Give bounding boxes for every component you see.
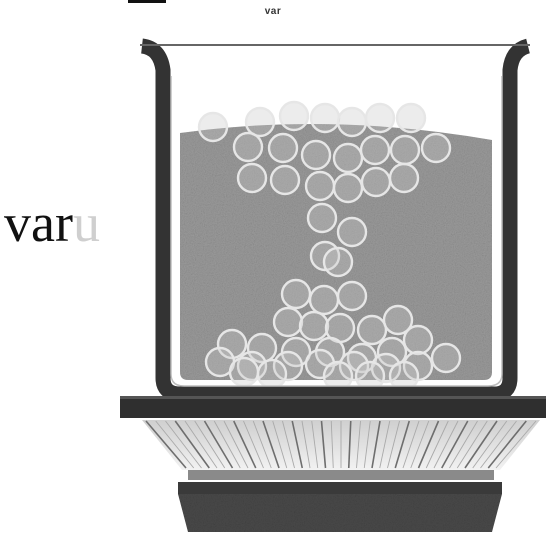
bead	[338, 282, 366, 310]
bead	[246, 108, 274, 136]
bead	[199, 113, 227, 141]
bead	[324, 248, 352, 276]
bead	[310, 286, 338, 314]
bead	[362, 168, 390, 196]
bead	[404, 326, 432, 354]
bead	[306, 172, 334, 200]
base-block	[178, 482, 502, 494]
overlay-word-faded: u	[73, 193, 100, 253]
bead	[334, 174, 362, 202]
bead	[238, 164, 266, 192]
top-edge-mark	[128, 0, 166, 3]
bead	[358, 316, 386, 344]
bead	[366, 104, 394, 132]
bead	[397, 104, 425, 132]
figure-caption: var	[0, 6, 546, 17]
bead	[432, 344, 460, 372]
bead	[311, 104, 339, 132]
bead	[280, 102, 308, 130]
bead	[271, 166, 299, 194]
overlay-word-main: var	[4, 193, 73, 253]
bead	[234, 133, 262, 161]
base-upper	[188, 470, 494, 480]
stand-plate-highlight	[120, 396, 546, 399]
bead	[230, 358, 258, 386]
bead	[390, 164, 418, 192]
bead	[422, 134, 450, 162]
bead	[269, 134, 297, 162]
bead	[302, 141, 330, 169]
stand-plate	[120, 396, 546, 418]
bead	[274, 308, 302, 336]
bead	[338, 108, 366, 136]
bead	[334, 144, 362, 172]
bead	[300, 312, 328, 340]
bead	[308, 204, 336, 232]
bead	[361, 136, 389, 164]
bead	[338, 218, 366, 246]
bead	[258, 360, 286, 388]
bead	[282, 280, 310, 308]
overlay-word: varu	[4, 196, 100, 250]
heat-rays	[142, 420, 540, 470]
bead	[391, 136, 419, 164]
base-foot	[178, 494, 502, 532]
